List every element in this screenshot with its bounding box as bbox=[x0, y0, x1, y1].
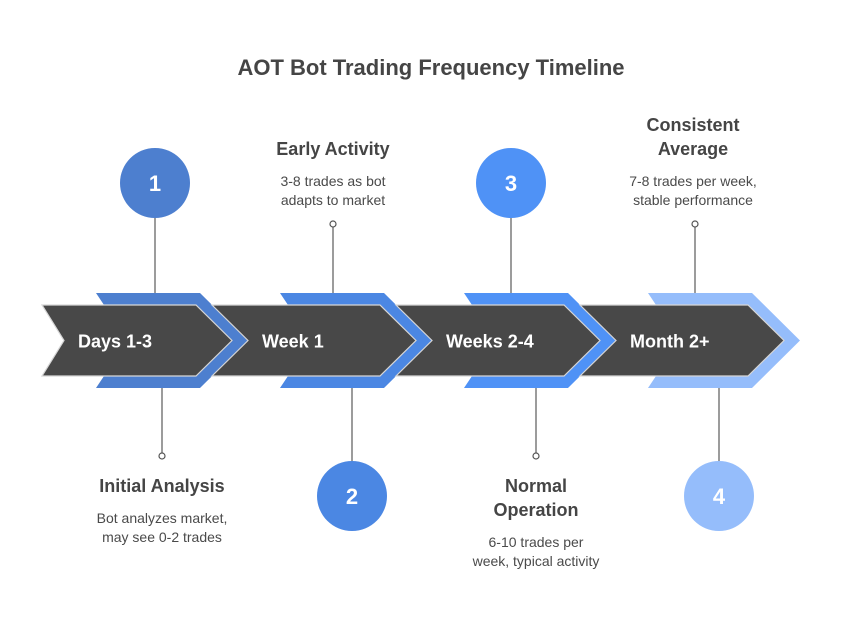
stage-number-badge bbox=[317, 461, 387, 531]
connector-dot bbox=[532, 452, 540, 460]
stage-heading: Average bbox=[658, 139, 728, 159]
stage-heading: Early Activity bbox=[276, 139, 389, 159]
stage-number-badge bbox=[476, 148, 546, 218]
stage-heading: Normal bbox=[505, 476, 567, 496]
connector-dot bbox=[158, 452, 166, 460]
stage-arrow bbox=[210, 304, 417, 377]
stage-number-badge bbox=[684, 461, 754, 531]
diagram-title: AOT Bot Trading Frequency Timeline bbox=[237, 55, 624, 80]
stage-number: 4 bbox=[713, 484, 726, 509]
stage-period-label: Weeks 2-4 bbox=[446, 332, 534, 352]
stage-arrow bbox=[394, 304, 601, 377]
stage-heading: Initial Analysis bbox=[99, 476, 224, 496]
stage-description: Bot analyzes market, bbox=[97, 510, 228, 526]
stage-period-label: Days 1-3 bbox=[78, 332, 152, 352]
connector-dot bbox=[691, 220, 699, 228]
stage-description: stable performance bbox=[633, 192, 753, 208]
stage-arrow bbox=[40, 304, 233, 377]
stage-description: may see 0-2 trades bbox=[102, 529, 222, 545]
stage-period-label: Month 2+ bbox=[630, 332, 710, 352]
stage-heading: Consistent bbox=[646, 115, 739, 135]
stage-description: adapts to market bbox=[281, 192, 385, 208]
stage-number: 2 bbox=[346, 484, 358, 509]
stage-arrow bbox=[578, 304, 785, 377]
stage-number: 1 bbox=[149, 171, 161, 196]
stage-number-badge bbox=[120, 148, 190, 218]
stage-period-label: Week 1 bbox=[262, 332, 324, 352]
stage-description: 3-8 trades as bot bbox=[280, 173, 385, 189]
stage-description: week, typical activity bbox=[472, 553, 600, 569]
stage-heading: Operation bbox=[493, 500, 578, 520]
stage-number: 3 bbox=[505, 171, 517, 196]
stage-description: 6-10 trades per bbox=[489, 534, 584, 550]
stage-description: 7-8 trades per week, bbox=[629, 173, 757, 189]
connector-dot bbox=[329, 220, 337, 228]
